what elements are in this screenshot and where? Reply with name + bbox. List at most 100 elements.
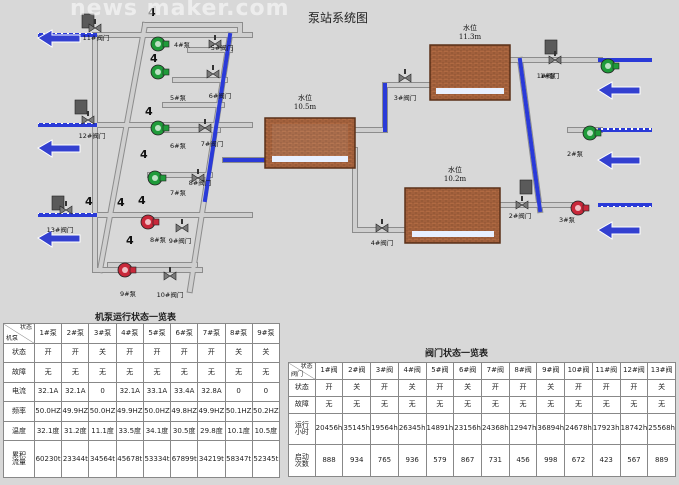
pump-table-cell: 开 — [170, 342, 199, 364]
pump-table-cell: 33.4A — [170, 381, 199, 403]
pump-table-cell: 29.8度 — [197, 420, 226, 442]
valve-table-column-header: 6#阀 — [453, 362, 482, 380]
pump-5-icon[interactable] — [140, 214, 160, 230]
valve-10-label: 3#阀门 — [394, 93, 417, 102]
pump-table-cell: 50.0HZ — [88, 401, 117, 422]
pump-table-cell: 关 — [88, 342, 117, 364]
valve-table-cell: 无 — [342, 395, 372, 414]
pump-6-icon[interactable] — [117, 262, 137, 278]
valve-table-cell: 关 — [453, 378, 482, 397]
pump-table-cell: 33.1A — [142, 381, 172, 403]
valve-table-cell: 开 — [480, 378, 510, 397]
pump-table-row-label: 故障 — [3, 362, 35, 383]
table-row: 状态开开关开开开开关关 — [3, 342, 281, 364]
valve-table-cell: 423 — [591, 444, 621, 477]
pipe-marker-5: 4 — [138, 194, 146, 207]
pump-8-icon[interactable] — [582, 125, 602, 141]
valve-table-cell: 开 — [370, 378, 399, 397]
tank-2-level-value: 11.3m — [459, 33, 482, 41]
pump-table-cell: 无 — [33, 362, 63, 383]
pump-table-cell: 无 — [251, 362, 281, 383]
pump-table-cell: 67899t — [170, 440, 199, 478]
pump-table-cell: 49.9HZ — [197, 401, 226, 422]
valve-table-cell: 26345h — [397, 412, 427, 446]
pump-table-row-label: 频率 — [3, 401, 35, 422]
valve-table-cell: 888 — [314, 444, 344, 477]
pump-table-cell: 52345t — [251, 440, 281, 478]
pump-table-cell: 33.5度 — [115, 420, 144, 442]
valve-table-cell: 无 — [647, 395, 676, 414]
pump-3-icon[interactable] — [150, 120, 170, 136]
valve-1-icon[interactable] — [88, 19, 102, 33]
valve-table-cell: 开 — [508, 378, 538, 397]
valve-table-row-label: 启动次数 — [288, 444, 316, 477]
pump-7-icon[interactable] — [600, 58, 620, 74]
pump-table-cell: 45678t — [115, 440, 144, 478]
valve-table-cell: 无 — [370, 395, 399, 414]
valve-table-corner-top: 状态 — [300, 363, 313, 370]
tank-3 — [404, 187, 501, 244]
valve-table-cell: 867 — [453, 444, 482, 477]
valve-2-icon[interactable] — [208, 35, 222, 49]
pump-table-cell: 11.1度 — [88, 420, 117, 442]
valve-table-cell: 889 — [647, 444, 676, 477]
pump-table-cell: 30.5度 — [170, 420, 199, 442]
pump-table-column-header: 5#泵 — [142, 323, 172, 344]
pump-table-row-label: 累积流量 — [3, 440, 35, 478]
pump-8-label: 2#泵 — [567, 150, 584, 158]
valve-table-cell: 开 — [619, 378, 649, 397]
valve-4-icon[interactable] — [81, 111, 95, 125]
valve-7-icon[interactable] — [59, 201, 73, 215]
valve-8-icon[interactable] — [175, 219, 189, 233]
pump-table-cell: 34564t — [88, 440, 117, 478]
pump-2-icon[interactable] — [150, 64, 170, 80]
valve-table-corner-bottom: 阀门 — [291, 370, 304, 378]
valve-table-cell: 关 — [647, 378, 676, 397]
pump-table-cell: 50.0HZ — [142, 401, 172, 422]
pump-table-cell: 32.1A — [33, 381, 63, 403]
pump-table-row-label: 电流 — [3, 381, 35, 403]
table-row: 状态开关开关开关开开关开开开关 — [288, 378, 676, 397]
valve-11-icon[interactable] — [548, 51, 562, 65]
actuators — [51, 13, 558, 211]
valve-table-cell: 14891h — [425, 412, 455, 446]
valve-table-cell: 24368h — [480, 412, 510, 446]
valves-layer: 11#阀门5#阀门6#阀门12#阀门7#阀门8#阀门13#阀门9#阀门10#阀门… — [47, 19, 562, 299]
valve-9-icon[interactable] — [163, 267, 177, 281]
pump-table-column-header: 3#泵 — [88, 323, 117, 344]
pump-table-cell: 23344t — [61, 440, 90, 478]
pump-table-cell: 34219t — [197, 440, 226, 478]
pump-table-column-header: 6#泵 — [170, 323, 199, 344]
valve-5-icon[interactable] — [198, 119, 212, 133]
valve-table-cell: 998 — [536, 444, 566, 477]
pump-table-row-label: 温度 — [3, 420, 35, 442]
pump-1-icon[interactable] — [150, 36, 170, 52]
valve-13-icon[interactable] — [515, 196, 529, 210]
pump-9-icon[interactable] — [570, 200, 590, 216]
table-row: 故障无无无无无无无无无 — [3, 362, 281, 383]
valve-6-icon[interactable] — [191, 169, 205, 183]
valve-3-icon[interactable] — [206, 65, 220, 79]
valve-table-column-header: 4#阀 — [397, 362, 427, 380]
valve-table-column-header: 13#阀 — [647, 362, 676, 380]
valve-table-cell: 12947h — [508, 412, 538, 446]
tank-1-level-value: 10.5m — [294, 103, 317, 111]
valve-table-cell: 23156h — [453, 412, 482, 446]
valve-table-cell: 18742h — [619, 412, 649, 446]
pipe-marker-2: 4 — [150, 52, 158, 65]
valve-table-column-header: 9#阀 — [536, 362, 566, 380]
pump-table-cell: 关 — [251, 342, 281, 364]
valve-table-cell: 19564h — [370, 412, 399, 446]
valve-table-cell: 开 — [425, 378, 455, 397]
pump-table-column-header: 9#泵 — [251, 323, 281, 344]
valve-table-cell: 开 — [314, 378, 344, 397]
pump-4-icon[interactable] — [147, 170, 167, 186]
pump-table-cell: 关 — [224, 342, 253, 364]
pump-table-column-header: 8#泵 — [224, 323, 253, 344]
valve-10-icon[interactable] — [398, 69, 412, 83]
pump-table-column-header: 2#泵 — [61, 323, 90, 344]
valve-12-icon[interactable] — [375, 219, 389, 233]
